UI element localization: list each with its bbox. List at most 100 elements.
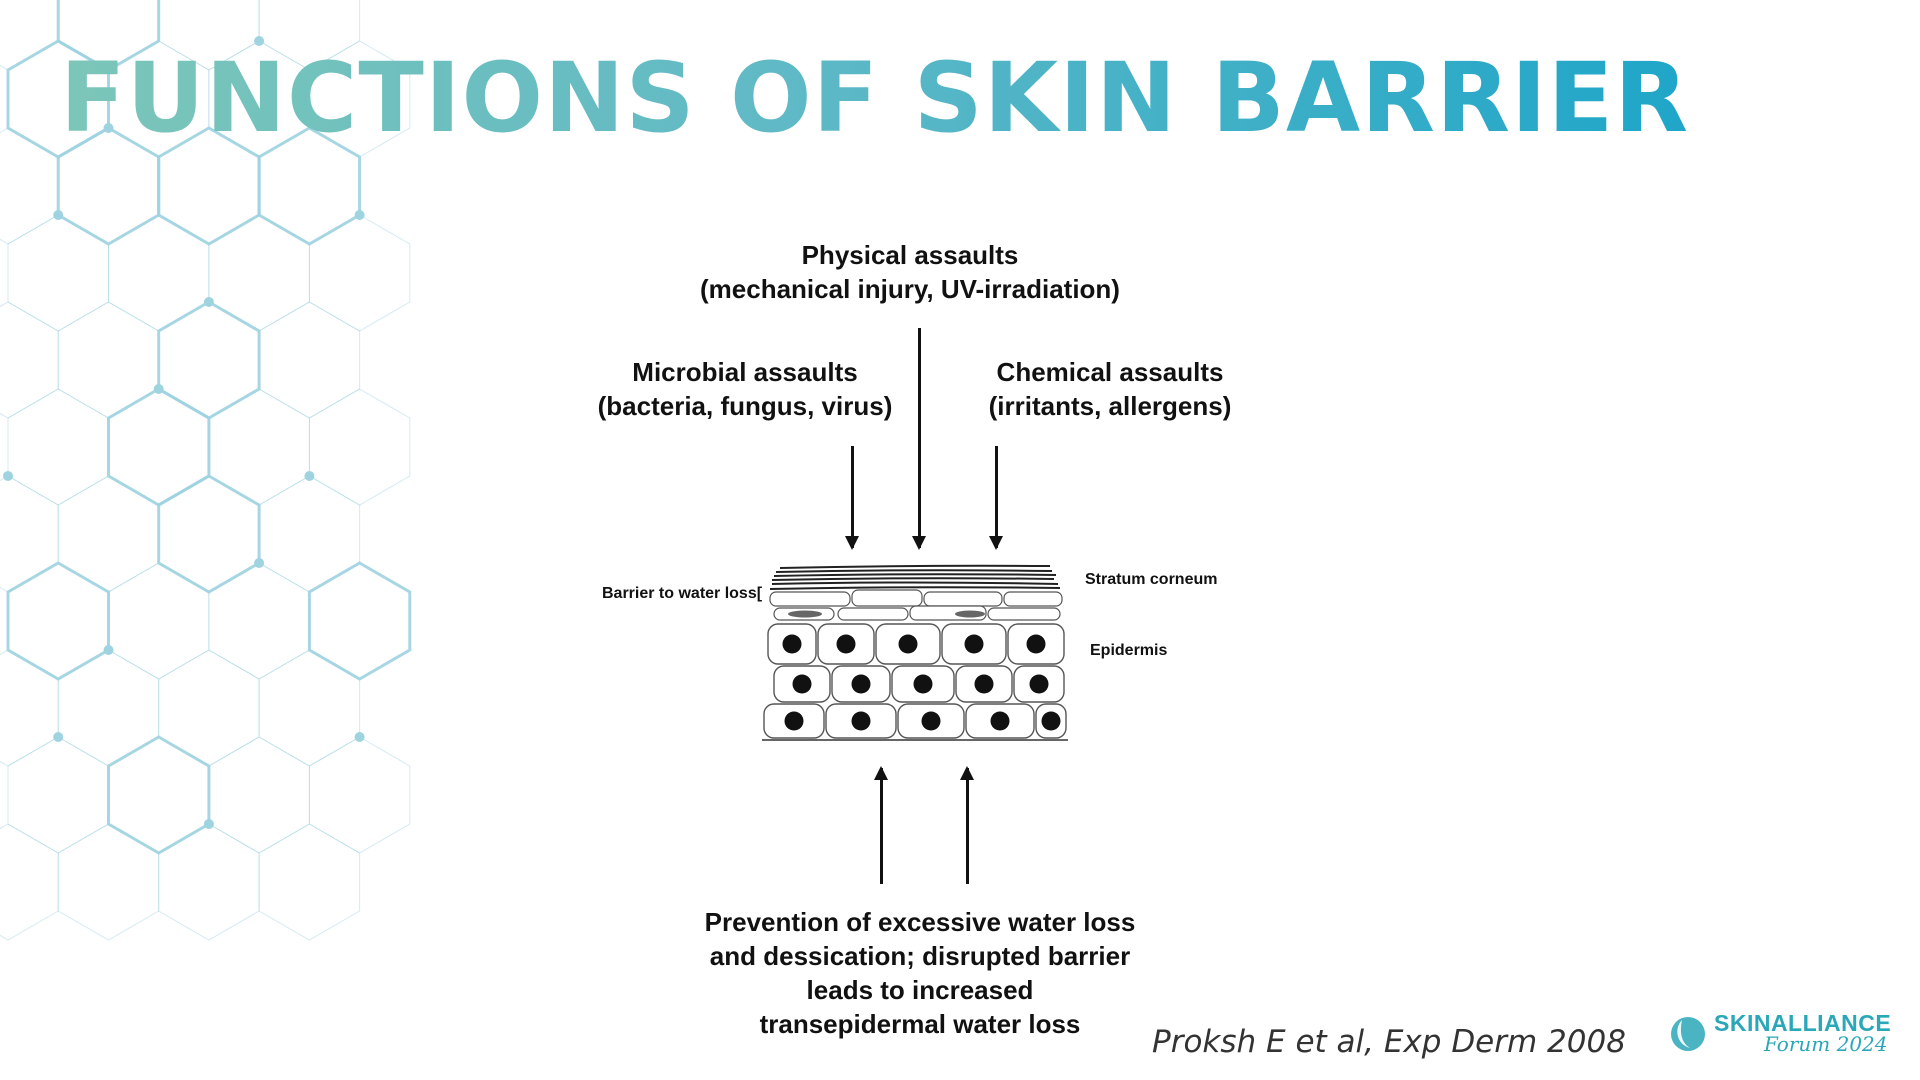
hexagon-shape xyxy=(7,388,109,506)
prevention-line-4: transepidermal water loss xyxy=(759,1009,1081,1039)
physical-assaults-detail: (mechanical injury, UV-irradiation) xyxy=(700,274,1120,304)
hexagon-node-dot xyxy=(203,819,214,829)
cell-nucleus xyxy=(1041,711,1061,731)
hexagon-shape xyxy=(157,474,261,594)
prevention-line-3: leads to increased xyxy=(806,975,1034,1005)
microbial-assaults-title: Microbial assaults xyxy=(632,357,858,387)
hexagon-shape xyxy=(258,0,361,71)
cell-nucleus xyxy=(921,711,941,731)
stratum-layer-line xyxy=(779,564,1051,569)
stratum-layer-line xyxy=(773,573,1057,577)
microbial-assaults-label: Microbial assaults (bacteria, fungus, vi… xyxy=(580,355,910,423)
hexagon-shape xyxy=(0,127,59,245)
hexagon-shape xyxy=(6,561,110,681)
cell-nucleus xyxy=(974,674,994,694)
cell-nucleus xyxy=(990,711,1010,731)
granular-cell xyxy=(851,589,923,607)
microbial-assaults-detail: (bacteria, fungus, virus) xyxy=(597,391,893,421)
hexagon-shape xyxy=(0,823,59,941)
water-loss-arrow-right xyxy=(960,766,974,884)
hexagon-shape xyxy=(307,561,412,681)
cell-nucleus xyxy=(913,674,933,694)
hexagon-shape xyxy=(308,388,411,506)
prevention-line-1: Prevention of excessive water loss xyxy=(704,907,1136,937)
chemical-assaults-label: Chemical assaults (irritants, allergens) xyxy=(960,355,1260,423)
hexagon-shape xyxy=(7,214,109,332)
hexagon-shape xyxy=(0,475,59,593)
hexagon-shape xyxy=(257,126,362,246)
hexagon-shape xyxy=(208,736,310,854)
granular-cell xyxy=(837,607,909,621)
physical-assaults-title: Physical assaults xyxy=(801,240,1019,270)
hexagon-node-dot xyxy=(103,123,114,133)
hexagon-shape xyxy=(308,736,411,854)
physical-assault-arrow xyxy=(912,328,926,550)
granular-cell xyxy=(987,607,1061,621)
skin-cross-section-illustration xyxy=(762,564,1068,741)
logo-subtitle: Forum 2024 xyxy=(1764,1032,1888,1056)
barrier-to-water-loss-label: Barrier to water loss[ xyxy=(602,585,763,602)
hexagon-node-dot xyxy=(153,384,164,394)
hexagon-shape xyxy=(107,387,211,507)
hexagon-shape xyxy=(57,475,160,593)
hexagon-shape xyxy=(107,735,211,855)
hexagon-node-dot xyxy=(203,297,214,307)
hexagon-shape xyxy=(208,388,310,506)
microbial-assault-arrow xyxy=(845,446,859,550)
water-loss-arrow-left xyxy=(874,766,888,884)
droplet-logo-icon xyxy=(1671,1017,1705,1051)
cell-nucleus xyxy=(851,674,871,694)
hexagon-shape xyxy=(57,823,160,941)
hexagon-shape xyxy=(158,0,260,71)
citation: Proksh E et al, Exp Derm 2008 xyxy=(1152,1024,1626,1060)
hexagon-shape xyxy=(0,649,59,767)
hexagon-shape xyxy=(258,823,361,941)
prevention-label: Prevention of excessive water loss and d… xyxy=(670,905,1170,1041)
hexagon-shape xyxy=(57,649,160,767)
stratum-layer-line xyxy=(771,577,1055,581)
physical-assaults-label: Physical assaults (mechanical injury, UV… xyxy=(690,238,1130,306)
cell-nucleus xyxy=(1026,634,1046,654)
hexagon-shape xyxy=(258,475,361,593)
hexagon-node-dot xyxy=(53,732,64,742)
hexagon-shape xyxy=(158,823,260,941)
hexagon-node-dot xyxy=(103,645,114,655)
hexagon-node-dot xyxy=(254,558,265,568)
cell-nucleus xyxy=(898,634,918,654)
hexagon-shape xyxy=(108,214,210,332)
hexagon-shape xyxy=(7,736,109,854)
prevention-line-2: and dessication; disrupted barrier xyxy=(709,941,1131,971)
granular-cell xyxy=(923,591,1003,607)
hexagon-shape xyxy=(57,301,160,419)
cell-nucleus xyxy=(782,634,802,654)
flattened-nucleus xyxy=(788,610,822,618)
cell-nucleus xyxy=(792,674,812,694)
hexagon-shape xyxy=(258,649,361,767)
granular-cell xyxy=(769,591,851,607)
stratum-layer-line xyxy=(771,581,1059,585)
chemical-assault-arrow xyxy=(989,446,1003,550)
chemical-assaults-detail: (irritants, allergens) xyxy=(988,391,1232,421)
hexagon-shape xyxy=(208,214,310,332)
hexagon-node-dot xyxy=(304,471,315,481)
logo-name: SKINALLIANCE xyxy=(1714,1010,1892,1036)
hexagon-node-dot xyxy=(354,210,365,220)
hexagon-node-dot xyxy=(254,36,265,46)
hexagon-shape xyxy=(158,649,260,767)
hexagon-node-dot xyxy=(3,471,13,481)
cell-nucleus xyxy=(851,711,871,731)
chemical-assaults-title: Chemical assaults xyxy=(996,357,1224,387)
stratum-corneum-label: Stratum corneum xyxy=(1085,571,1218,588)
slide-title: FUNCTIONS OF SKIN BARRIER xyxy=(60,42,1690,154)
skinalliance-logo: SKINALLIANCE Forum 2024 xyxy=(1668,1008,1898,1056)
hexagon-background-pattern xyxy=(0,0,412,941)
cell-nucleus xyxy=(836,634,856,654)
cell-nucleus xyxy=(784,711,804,731)
hexagon-node-dot xyxy=(53,210,64,220)
hexagon-shape xyxy=(208,562,310,680)
flattened-nucleus xyxy=(955,610,985,618)
granular-cell xyxy=(1003,591,1063,607)
hexagon-shape xyxy=(157,300,261,420)
hexagon-shape xyxy=(108,562,210,680)
hexagon-shape xyxy=(0,301,59,419)
